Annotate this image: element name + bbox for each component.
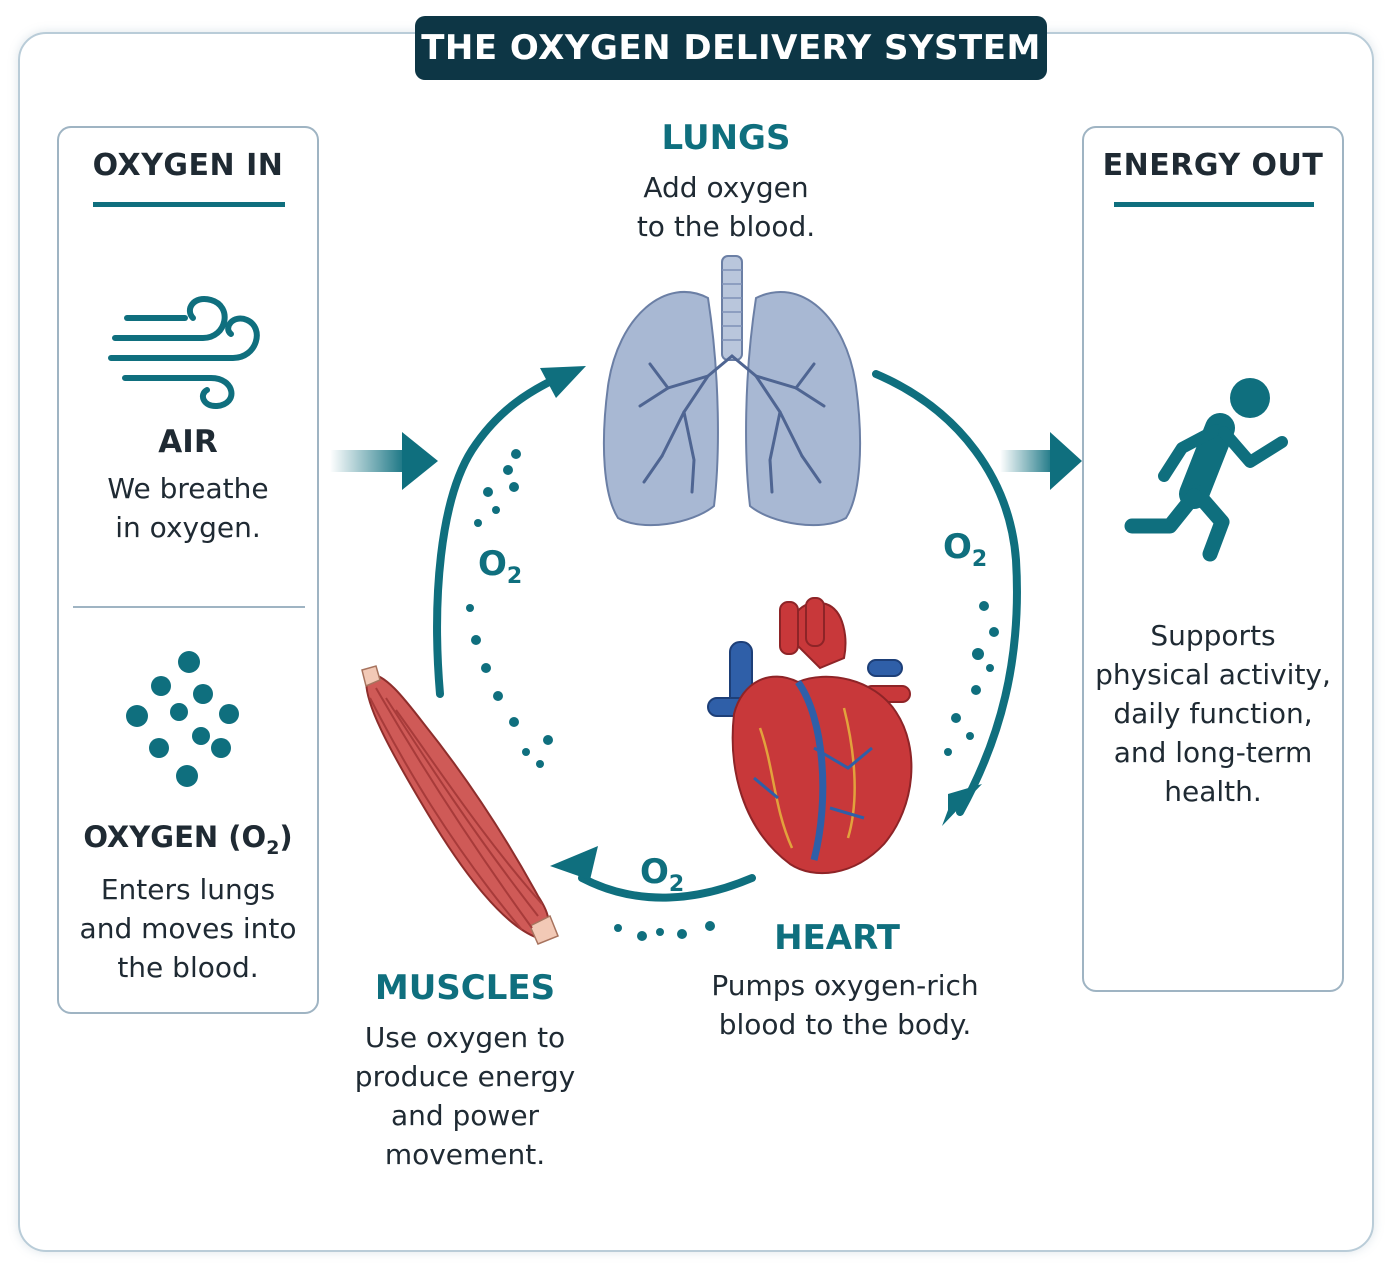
muscles-text-line: and power (390, 1099, 540, 1132)
energy-out-underline (1114, 202, 1314, 207)
oxygen-in-underline (93, 202, 285, 207)
energy-out-text-line: physical activity, (1095, 658, 1331, 691)
panel-divider (73, 606, 305, 608)
oxygen-text-line: Enters lungs (100, 873, 276, 906)
air-label: AIR (158, 424, 218, 460)
diagram-title: THE OXYGEN DELIVERY SYSTEM (415, 16, 1047, 80)
wind-icon (108, 296, 260, 409)
lungs-to-heart-arc (872, 370, 1021, 816)
muscles-text-line: movement. (384, 1138, 546, 1171)
lungs-text-line: to the blood. (636, 210, 816, 243)
energy-out-heading: ENERGY OUT (1102, 148, 1324, 183)
heart-label: HEART (774, 918, 900, 958)
oxygen-in-panel: OXYGEN IN AIR We breathe in oxygen. (57, 126, 319, 1014)
lungs-text: Add oxygen to the blood. (596, 168, 856, 246)
arrowhead-to-heart (942, 784, 982, 826)
cycle-to-energy-arrow (1000, 432, 1082, 490)
o2-symbol: O (478, 544, 507, 584)
heart-text: Pumps oxygen-rich blood to the body. (690, 966, 1000, 1044)
oxygen-text: Enters lungs and moves into the blood. (59, 870, 317, 987)
runner-icon (1124, 378, 1288, 562)
air-to-cycle-arrow (330, 432, 438, 490)
oxygen-text-line: and moves into (79, 912, 297, 945)
muscles-text-line: produce energy (354, 1060, 576, 1093)
o2-symbol: O (943, 527, 972, 567)
o2-subscript: 2 (971, 546, 988, 572)
oxygen-text-line: the blood. (117, 951, 259, 984)
arrowhead-to-lungs (540, 366, 586, 398)
o2-marker-right: O2 (943, 527, 987, 572)
muscles-to-lungs-arc (433, 370, 570, 698)
muscles-text-line: Use oxygen to (364, 1021, 566, 1054)
muscles-label: MUSCLES (374, 968, 556, 1008)
oxygen-in-heading: OXYGEN IN (92, 148, 284, 183)
heart-to-muscles-arc (578, 874, 756, 902)
energy-out-text-line: and long-term (1113, 736, 1313, 769)
oxygen-label-suffix: ) (279, 820, 293, 854)
o2-symbol: O (640, 852, 669, 892)
energy-out-text: Supports physical activity, daily functi… (1084, 616, 1342, 811)
arrowhead-to-muscles (550, 846, 598, 880)
lungs-label: LUNGS (661, 118, 791, 158)
heart-text-line: blood to the body. (718, 1008, 972, 1041)
o2-subscript: 2 (668, 871, 685, 897)
oxygen-label-subscript: 2 (266, 836, 280, 859)
energy-out-text-line: Supports (1150, 619, 1276, 652)
o2-marker-left: O2 (478, 544, 522, 589)
energy-out-text-line: daily function, (1113, 697, 1313, 730)
muscle-icon (361, 665, 559, 945)
energy-out-panel: ENERGY OUT Supports physical activity, d… (1082, 126, 1344, 992)
oxygen-label: OXYGEN (O2) (59, 820, 317, 859)
o2-marker-bottom: O2 (640, 852, 684, 897)
air-text: We breathe in oxygen. (59, 469, 317, 547)
air-text-line: in oxygen. (115, 511, 261, 544)
energy-out-text-line: health. (1164, 775, 1262, 808)
lungs-icon (602, 255, 862, 527)
muscles-text: Use oxygen to produce energy and power m… (340, 1018, 590, 1174)
heart-icon (707, 597, 913, 875)
air-text-line: We breathe (107, 472, 269, 505)
o2-subscript: 2 (506, 563, 523, 589)
oxygen-molecules-icon (126, 651, 239, 787)
oxygen-label-prefix: OXYGEN (O (83, 820, 267, 854)
lungs-text-line: Add oxygen (643, 171, 809, 204)
heart-text-line: Pumps oxygen-rich (711, 969, 979, 1002)
